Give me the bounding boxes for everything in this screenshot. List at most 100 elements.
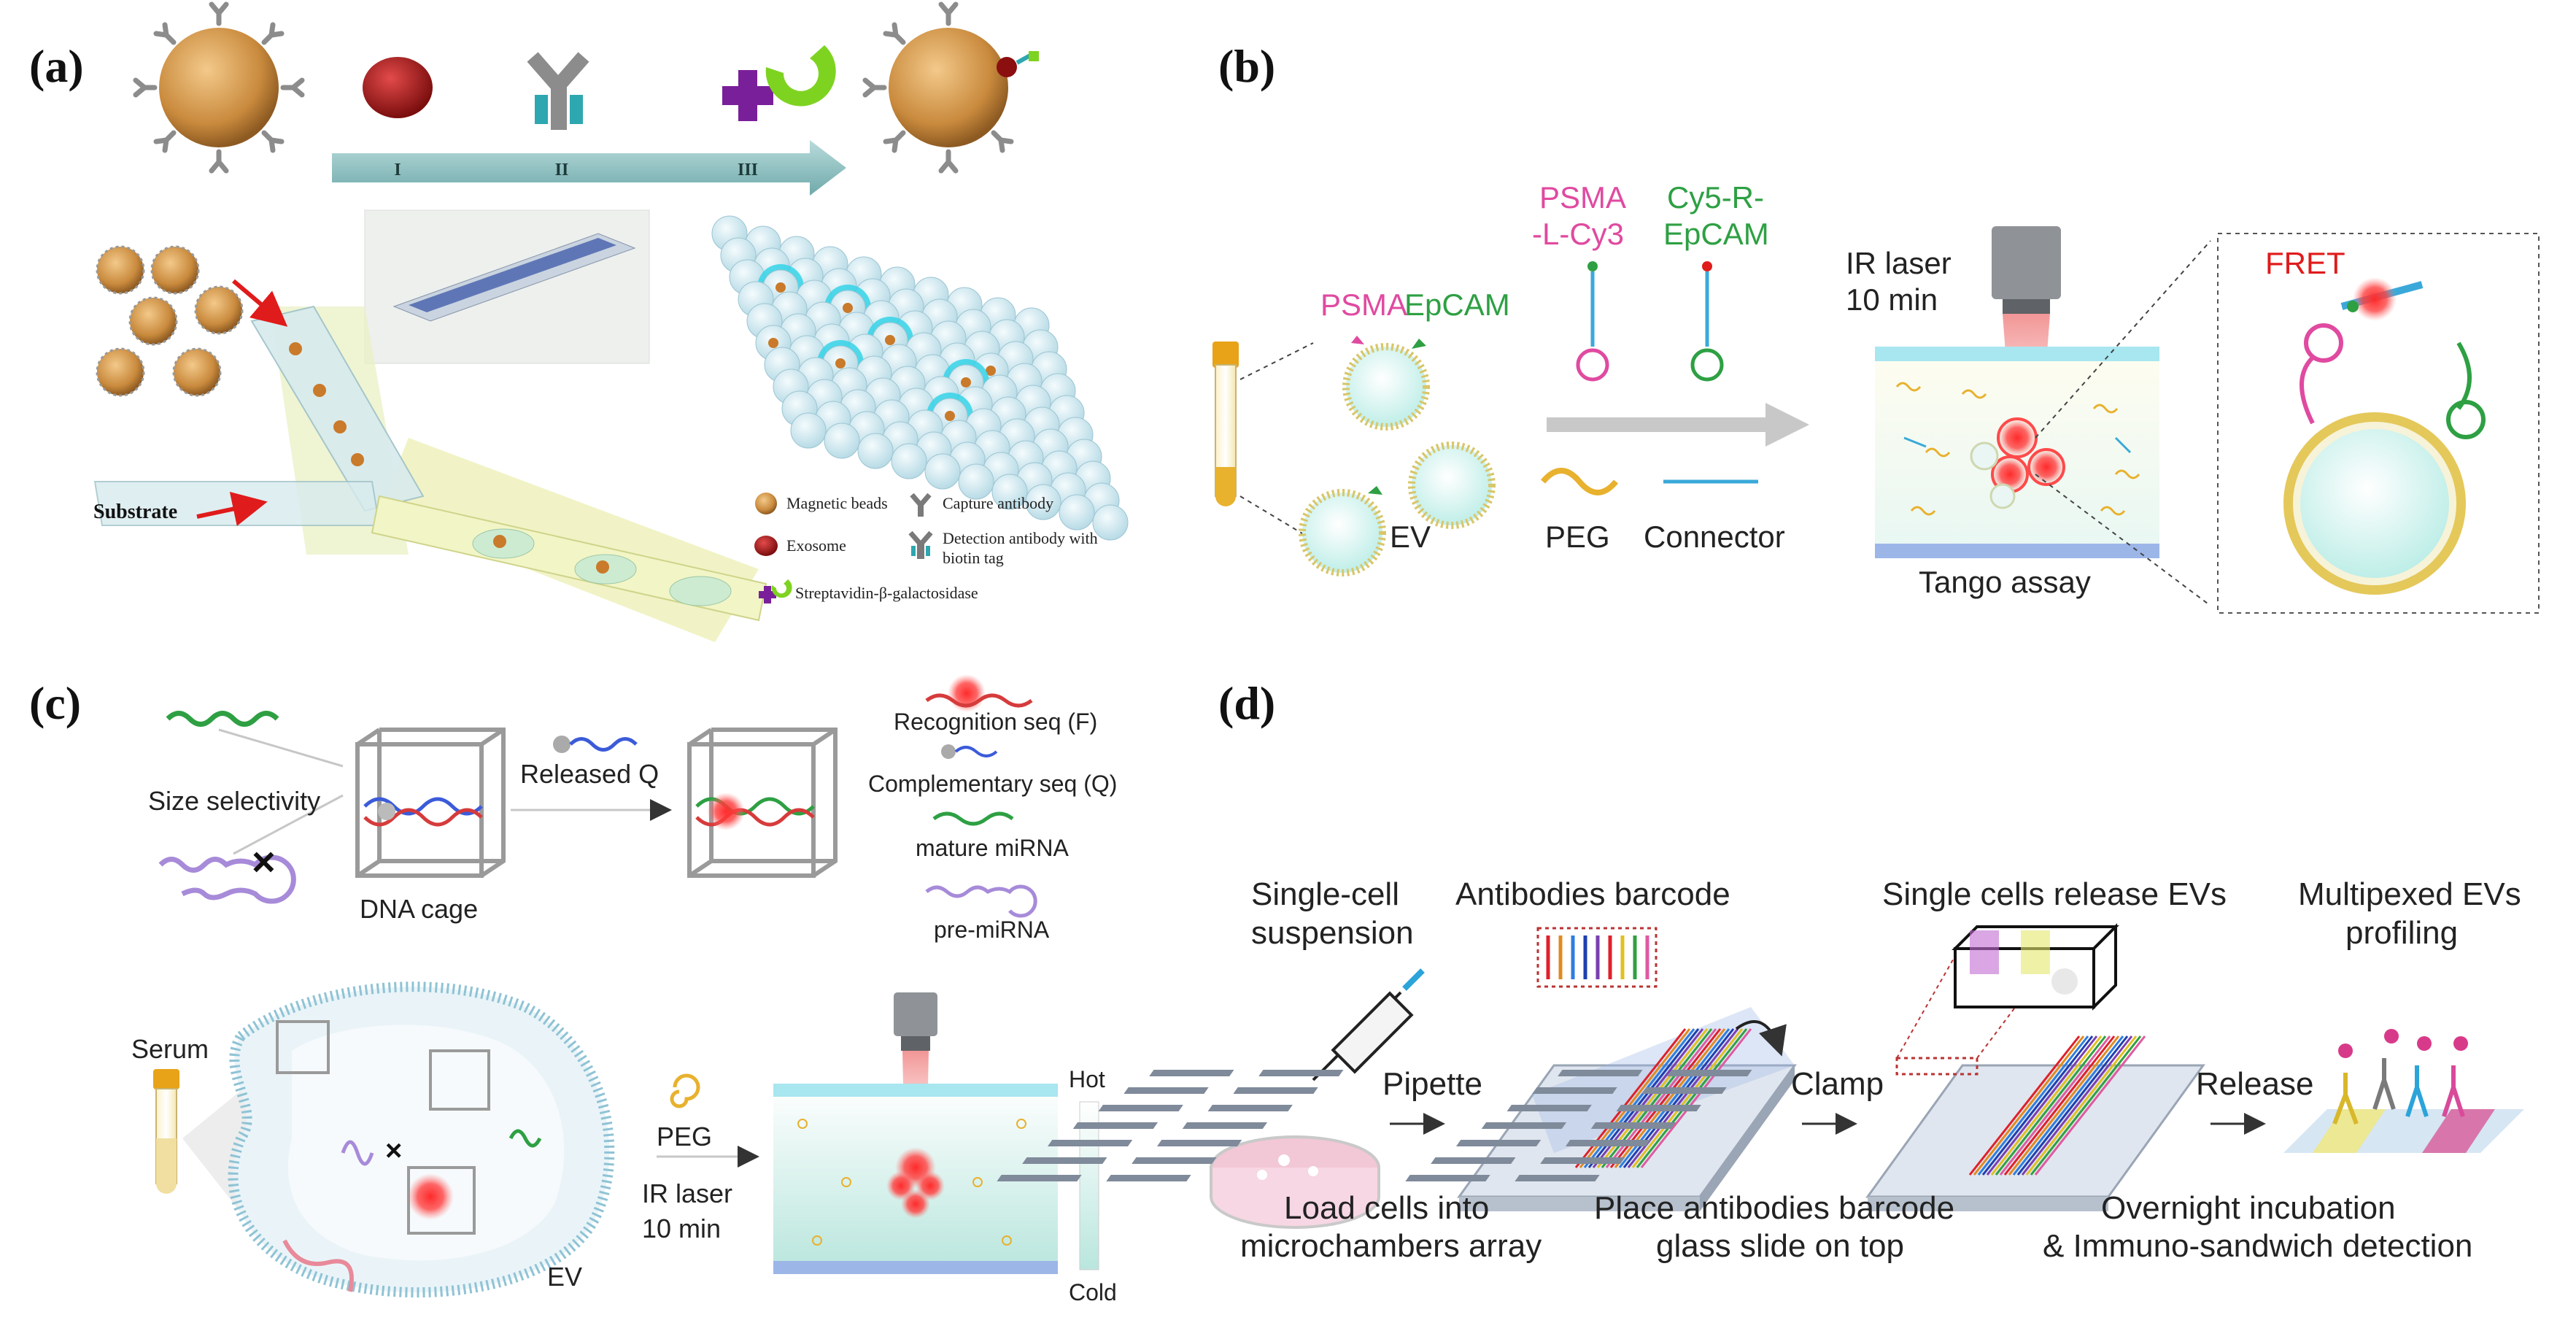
pre-mirna-strand-icon (158, 854, 296, 904)
dna-cage (355, 728, 506, 878)
legend-capture-antibody: Capture antibody (943, 494, 1053, 512)
inside-x-icon: × (385, 1135, 402, 1167)
substrate-label: Substrate (93, 501, 177, 523)
serum-tube (153, 1069, 179, 1194)
detection-antibody-legend-icon (908, 531, 933, 559)
panel-a-label: (a) (29, 40, 84, 92)
selectivity-lines (218, 728, 344, 855)
panel-c-label: (c) (29, 677, 81, 729)
streptavidin-legend-icon (759, 579, 792, 603)
hot-label: Hot (1069, 1066, 1105, 1092)
overnight-label-2: & Immuno-sandwich detection (2043, 1228, 2472, 1264)
process-arrow (332, 140, 846, 196)
legend-detection-antibody-1: Detection antibody with (943, 529, 1098, 547)
microfluidic-channel (93, 305, 767, 642)
streptavidin-galactosidase-icon (722, 45, 836, 121)
bead-array (711, 215, 1129, 541)
exosome-icon (363, 57, 433, 118)
ir-laser-c-2: 10 min (642, 1214, 721, 1243)
legend-streptavidin: Streptavidin-β-galactosidase (795, 584, 978, 602)
cold-label: Cold (1069, 1279, 1117, 1305)
legend-magnetic-beads: Magnetic beads (786, 494, 888, 512)
place-label-2: glass slide on top (1656, 1228, 1904, 1264)
psma-cy3-label-2: -L-Cy3 (1532, 217, 1624, 251)
panel-b-label: (b) (1218, 40, 1275, 92)
tango-assay-label: Tango assay (1919, 565, 2091, 599)
ev-label-c: EV (547, 1262, 582, 1292)
legend-detection-antibody-2: biotin tag (943, 549, 1004, 567)
peg-label: PEG (1545, 520, 1610, 554)
immuno-sandwich (2283, 1029, 2524, 1153)
panel-b: (b) PSMA EpCAM EV PSMA -L-Cy3 Cy5-R- EpC… (1212, 40, 2540, 614)
load-label-2: microchambers array (1240, 1228, 1542, 1264)
antibody-bead-left (133, 1, 305, 174)
ev-vesicles (1299, 336, 1496, 576)
legend-complementary: Complementary seq (Q) (868, 771, 1117, 797)
multiplexed-label-1: Multipexed EVs (2298, 876, 2521, 912)
bead-cluster (96, 245, 244, 397)
release-box (1952, 923, 2119, 1011)
microchamber-array (997, 1007, 1797, 1211)
peg-label-c: PEG (657, 1122, 712, 1151)
ir-laser-c-1: IR laser (642, 1178, 732, 1208)
capture-antibody-icon (527, 52, 589, 130)
magnetic-beads-icon (755, 493, 777, 514)
clamp-label: Clamp (1791, 1066, 1884, 1102)
reaction-arrow (1547, 403, 1809, 447)
reject-x-icon: × (252, 838, 276, 884)
step-ii-label: II (555, 161, 569, 180)
detail-zoom-lines (2035, 240, 2211, 606)
ir-laser-label-2: 10 min (1846, 282, 1938, 317)
mirna-strand-icon (166, 711, 279, 727)
overnight-label-1: Overnight incubation (2101, 1190, 2396, 1226)
legend-exosome: Exosome (786, 536, 846, 555)
load-label-1: Load cells into (1284, 1190, 1489, 1226)
released-q-label: Released Q (520, 759, 659, 789)
size-selectivity-label: Size selectivity (148, 786, 320, 816)
multiplexed-label-2: profiling (2345, 915, 2458, 951)
place-label-1: Place antibodies barcode (1594, 1190, 1954, 1226)
petri-dish (1210, 1135, 1380, 1229)
inlet-arrow (232, 279, 288, 327)
probe-psma (1576, 261, 1609, 382)
ir-laser-label-1: IR laser (1846, 246, 1952, 280)
sample-tube (1212, 342, 1239, 506)
pipette-label: Pipette (1382, 1066, 1482, 1102)
objective-lens (1992, 226, 2061, 314)
panel-c-legend: Recognition seq (F) Complementary seq (Q… (868, 674, 1117, 943)
antibodies-barcode-label: Antibodies barcode (1455, 876, 1730, 912)
barcode-box (1536, 927, 1658, 988)
panel-d-label: (d) (1218, 677, 1275, 729)
release-label: Release (2196, 1066, 2313, 1102)
psma-cy3-label-1: PSMA (1539, 180, 1626, 215)
epcam-label: EpCAM (1404, 288, 1510, 322)
dna-cage-bound (687, 728, 838, 878)
fret-label: FRET (2265, 246, 2345, 280)
capture-antibody-legend-icon (910, 493, 932, 517)
legend-mature: mature miRNA (916, 835, 1069, 861)
panel-d: (d) Single-cell suspension Antibodies ba… (997, 677, 2524, 1264)
pipette-icon (1312, 968, 1425, 1081)
peg-icon (1540, 468, 1619, 495)
sandwich-bead-right (862, 1, 1039, 174)
heated-particles (797, 1119, 1026, 1246)
dna-cage-label: DNA cage (360, 894, 478, 924)
panel-a: (a) (29, 1, 1129, 642)
panel-a-legend: Magnetic beads Exosome Streptavidin-β-ga… (754, 493, 1098, 603)
objective-lens-c (894, 992, 937, 1051)
panel-c: (c) Size selectivity × DNA cage Released… (29, 674, 1117, 1305)
single-release-label: Single cells release EVs (1882, 876, 2227, 912)
substrate-arrow (196, 491, 268, 526)
peg-swirl-icon (670, 1073, 700, 1108)
ev-label: EV (1390, 520, 1431, 554)
exosome-legend-icon (754, 536, 778, 556)
connector-label: Connector (1644, 520, 1785, 554)
cy5-label-2: EpCAM (1663, 217, 1769, 251)
psma-label: PSMA (1320, 288, 1407, 322)
temperature-scale (1079, 1101, 1099, 1270)
ev-cell (228, 981, 615, 1298)
cy5-label-1: Cy5-R- (1667, 180, 1764, 215)
step-i-label: I (394, 161, 401, 180)
fret-vesicle (2283, 277, 2486, 595)
